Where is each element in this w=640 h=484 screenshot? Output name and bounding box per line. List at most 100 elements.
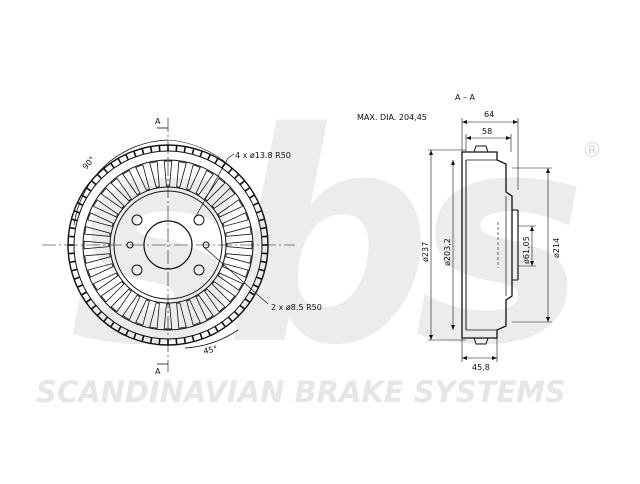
rim-tooth xyxy=(256,276,263,280)
rim-tooth xyxy=(103,167,109,174)
cooling-fin xyxy=(100,187,125,209)
rim-tooth xyxy=(199,150,203,157)
cooling-fin xyxy=(217,272,244,291)
rim-tooth xyxy=(90,304,97,310)
rim-tooth xyxy=(117,326,122,333)
cooling-fin xyxy=(135,299,150,326)
bolt-hole xyxy=(131,264,143,276)
rim-tooth xyxy=(109,321,115,328)
max-dia-label: MAX. DIA. 204,45 xyxy=(357,113,427,122)
cooling-fin xyxy=(195,169,214,196)
rim-tooth xyxy=(256,210,263,214)
rim-tooth xyxy=(258,268,265,272)
dim-label-64: 64 xyxy=(484,110,494,119)
rim-tooth xyxy=(249,291,256,296)
cooling-fin xyxy=(92,272,119,291)
center-bore xyxy=(143,220,193,270)
bolt-holes-label: 4 x ø13.8 R50 xyxy=(235,151,291,160)
cooling-fin xyxy=(204,177,226,202)
bolt-hole xyxy=(131,214,143,226)
dimension-arrows xyxy=(429,120,550,360)
bolt-leader xyxy=(194,157,229,219)
cooling-fin xyxy=(110,177,132,202)
cooling-fin xyxy=(87,263,114,278)
rim-tooth xyxy=(175,145,178,152)
rim-tooth xyxy=(85,298,92,304)
cooling-fin xyxy=(163,160,173,187)
angle-arc-45 xyxy=(184,329,239,349)
rim-tooth xyxy=(252,284,259,288)
cooling-fin xyxy=(92,199,119,218)
rim-tooth xyxy=(260,260,267,264)
rim-tooth xyxy=(96,173,103,180)
front-view xyxy=(42,118,295,372)
rim-tooth xyxy=(77,202,84,206)
pilot-hole xyxy=(202,241,210,249)
rim-tooth xyxy=(103,316,109,323)
cooling-fin xyxy=(100,281,125,303)
cooling-fin xyxy=(225,253,252,264)
cooling-fin xyxy=(217,199,244,218)
rim-tooth xyxy=(80,291,87,296)
rim-tooth xyxy=(68,235,75,238)
angle-label-45: 45° xyxy=(203,344,219,356)
rim-tooth xyxy=(239,304,246,310)
registered-mark: ® xyxy=(582,138,602,162)
cooling-fin xyxy=(186,299,201,326)
dim-label-214: ø214 xyxy=(552,238,561,258)
rim-tooth xyxy=(183,146,187,153)
rim-tooth xyxy=(141,335,145,342)
dim-label-61-05: ø61,05 xyxy=(522,236,531,264)
rim-tooth xyxy=(125,154,129,161)
rim-tooth xyxy=(261,235,268,238)
bolt-hole xyxy=(193,214,205,226)
rim-tooth xyxy=(77,284,84,288)
rim-tooth xyxy=(233,173,240,180)
cooling-fin xyxy=(83,240,110,250)
rim-tooth xyxy=(109,162,115,169)
rim-tooth xyxy=(149,146,153,153)
rim-tooth xyxy=(227,316,233,323)
rim-tooth xyxy=(68,252,75,255)
angle-arc-90 xyxy=(73,139,169,226)
cooling-fin xyxy=(135,164,150,191)
pilot-leader xyxy=(204,247,269,305)
hub-flange xyxy=(113,190,223,300)
rim-tooth xyxy=(191,335,195,342)
rim-tooth xyxy=(244,186,251,192)
rim-tooth xyxy=(260,226,267,230)
rim-tooth xyxy=(158,338,161,345)
cooling-fin xyxy=(222,212,249,227)
rim-tooth xyxy=(73,276,80,280)
section-marker-top: A xyxy=(155,117,161,126)
pilot-hole xyxy=(126,241,134,249)
rim-tooth xyxy=(133,150,137,157)
dim-label-45-8: 45,8 xyxy=(472,363,490,372)
rim-tooth xyxy=(214,157,219,164)
rim-tooth xyxy=(183,337,187,344)
rim-tooth xyxy=(252,202,259,206)
rim-teeth xyxy=(68,145,268,345)
rim-tooth xyxy=(258,218,265,222)
rim-tooth xyxy=(207,154,211,161)
rim-tooth xyxy=(71,268,78,272)
rim-tooth xyxy=(133,333,137,340)
pilot-holes-label: 2 x ø8.5 R50 xyxy=(271,303,322,312)
cooling-fin xyxy=(211,187,236,209)
rim-tooth xyxy=(249,194,256,199)
rim-tooth xyxy=(69,226,76,230)
rim-tooth xyxy=(227,167,233,174)
rim-tooth xyxy=(207,329,211,336)
rim-tooth xyxy=(214,326,219,333)
rim-tooth xyxy=(199,333,203,340)
angle-arc-ext xyxy=(167,139,231,167)
rim-tooth xyxy=(90,180,97,186)
cooling-fin xyxy=(149,161,160,188)
rim-tooth xyxy=(221,321,227,328)
cooling-fin xyxy=(186,164,201,191)
cooling-fin xyxy=(176,161,187,188)
sbs-watermark: sbs ® SCANDINAVIAN BRAKE SYSTEMS xyxy=(36,72,602,409)
rim-tooth xyxy=(149,337,153,344)
cooling-fin xyxy=(222,263,249,278)
